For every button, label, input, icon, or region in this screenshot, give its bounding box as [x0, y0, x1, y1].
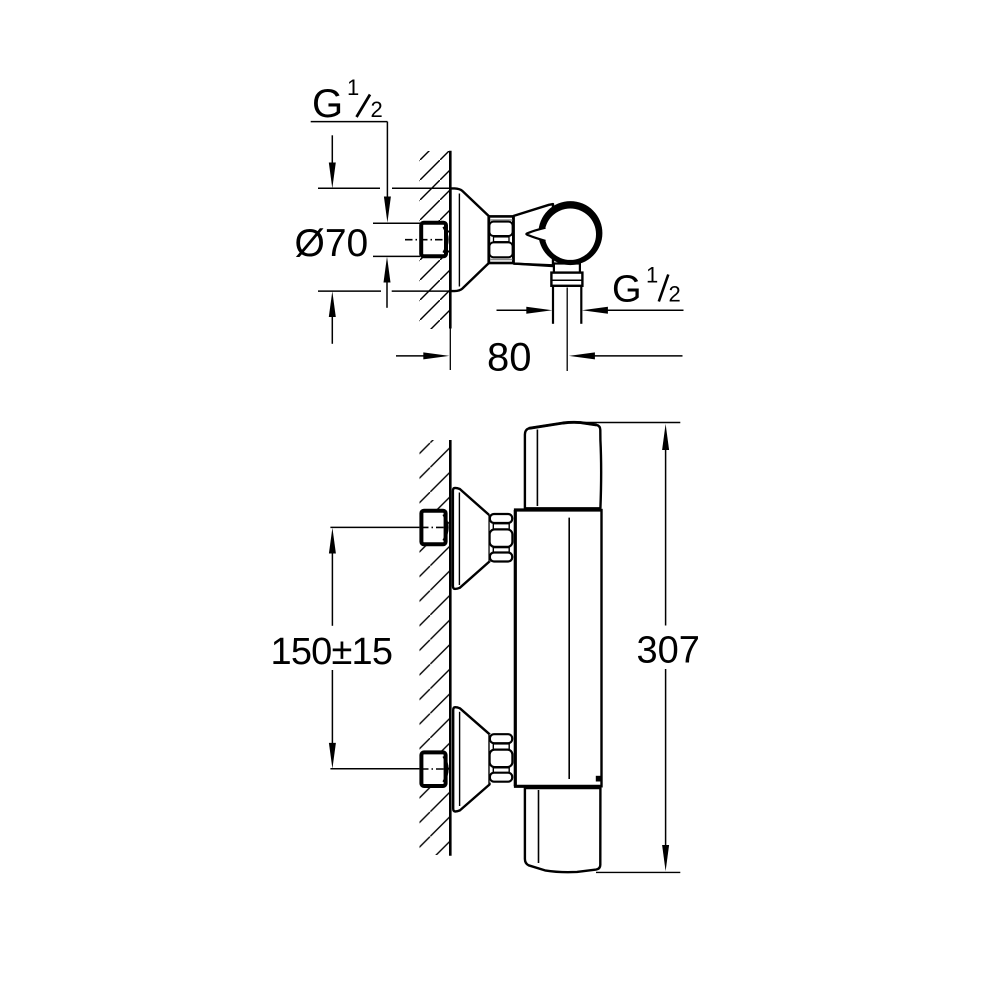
- svg-text:1: 1: [646, 262, 658, 287]
- svg-text:Ø70: Ø70: [295, 222, 369, 265]
- svg-text:G: G: [612, 268, 642, 310]
- svg-text:80: 80: [487, 336, 532, 380]
- svg-text:2: 2: [669, 282, 681, 307]
- svg-text:G: G: [312, 82, 343, 126]
- svg-text:150±15: 150±15: [271, 631, 393, 673]
- svg-text:2: 2: [371, 97, 383, 122]
- svg-text:1: 1: [347, 75, 359, 100]
- svg-text:307: 307: [637, 629, 700, 671]
